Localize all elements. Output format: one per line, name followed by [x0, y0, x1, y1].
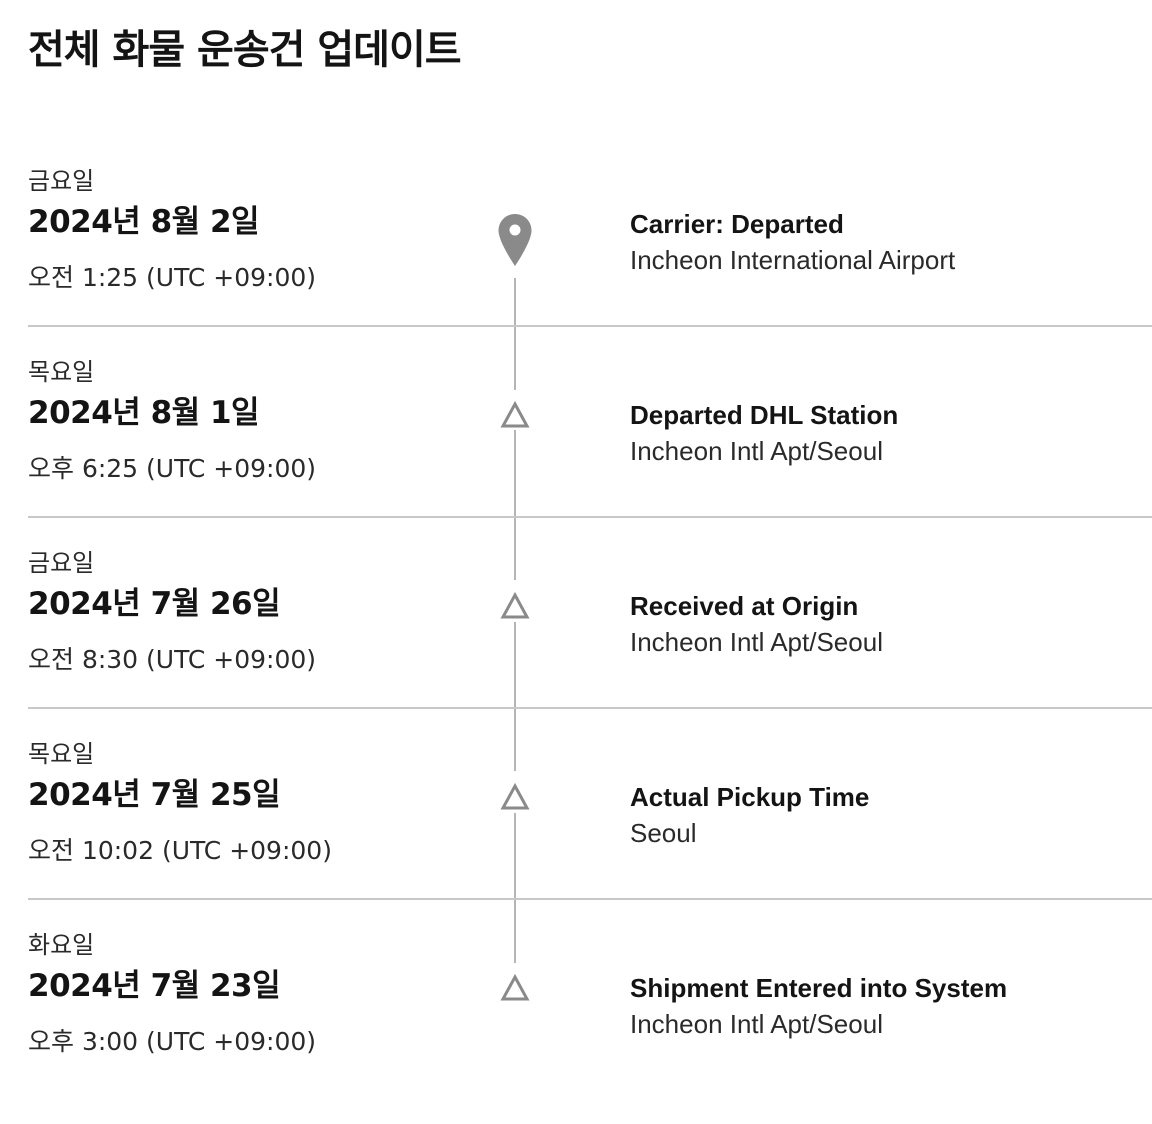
event-location: Incheon Intl Apt/Seoul	[630, 627, 883, 657]
timeline-track-segment	[514, 278, 516, 390]
triangle-outline-icon	[500, 973, 530, 1001]
event-divider	[28, 516, 1152, 518]
triangle-outline-icon	[500, 591, 530, 619]
event-date: 2024년 7월 25일	[28, 777, 281, 813]
timeline-event: 목요일 2024년 7월 25일 오전 10:02 (UTC +09:00) A…	[0, 709, 1152, 900]
event-time: 오전 10:02 (UTC +09:00)	[28, 836, 332, 865]
timeline-event: 화요일 2024년 7월 23일 오후 3:00 (UTC +09:00) Sh…	[0, 900, 1152, 1091]
event-weekday: 목요일	[28, 358, 95, 386]
event-date: 2024년 8월 1일	[28, 395, 260, 431]
map-pin-icon	[498, 214, 532, 266]
event-status: Actual Pickup Time	[630, 782, 870, 812]
event-location: Incheon Intl Apt/Seoul	[630, 436, 883, 466]
triangle-outline-icon	[500, 400, 530, 428]
timeline-event: 목요일 2024년 8월 1일 오후 6:25 (UTC +09:00) Dep…	[0, 327, 1152, 518]
event-weekday: 금요일	[28, 167, 95, 195]
page-title: 전체 화물 운송건 업데이트	[28, 27, 462, 73]
event-divider	[28, 325, 1152, 327]
event-date: 2024년 7월 23일	[28, 968, 281, 1004]
timeline-track-segment	[514, 430, 516, 580]
timeline-event: 금요일 2024년 7월 26일 오전 8:30 (UTC +09:00) Re…	[0, 518, 1152, 709]
triangle-outline-icon	[500, 782, 530, 810]
event-location: Incheon Intl Apt/Seoul	[630, 1009, 883, 1039]
timeline-event: 금요일 2024년 8월 2일 오전 1:25 (UTC +09:00) Car…	[0, 136, 1152, 327]
event-time: 오후 6:25 (UTC +09:00)	[28, 454, 317, 483]
event-date: 2024년 7월 26일	[28, 586, 281, 622]
event-status: Carrier: Departed	[630, 209, 844, 239]
event-status: Departed DHL Station	[630, 400, 899, 430]
event-weekday: 화요일	[28, 931, 95, 959]
event-location: Incheon International Airport	[630, 245, 956, 275]
event-time: 오후 3:00 (UTC +09:00)	[28, 1027, 317, 1056]
event-divider	[28, 707, 1152, 709]
timeline-track-segment	[514, 622, 516, 771]
event-divider	[28, 898, 1152, 900]
event-status: Received at Origin	[630, 591, 859, 621]
timeline-track-segment	[514, 813, 516, 963]
event-location: Seoul	[630, 818, 697, 848]
event-time: 오전 1:25 (UTC +09:00)	[28, 263, 317, 292]
event-weekday: 금요일	[28, 549, 95, 577]
event-status: Shipment Entered into System	[630, 973, 1008, 1003]
event-weekday: 목요일	[28, 740, 95, 768]
shipment-timeline: 금요일 2024년 8월 2일 오전 1:25 (UTC +09:00) Car…	[0, 136, 1152, 1091]
event-date: 2024년 8월 2일	[28, 204, 260, 240]
event-time: 오전 8:30 (UTC +09:00)	[28, 645, 317, 674]
